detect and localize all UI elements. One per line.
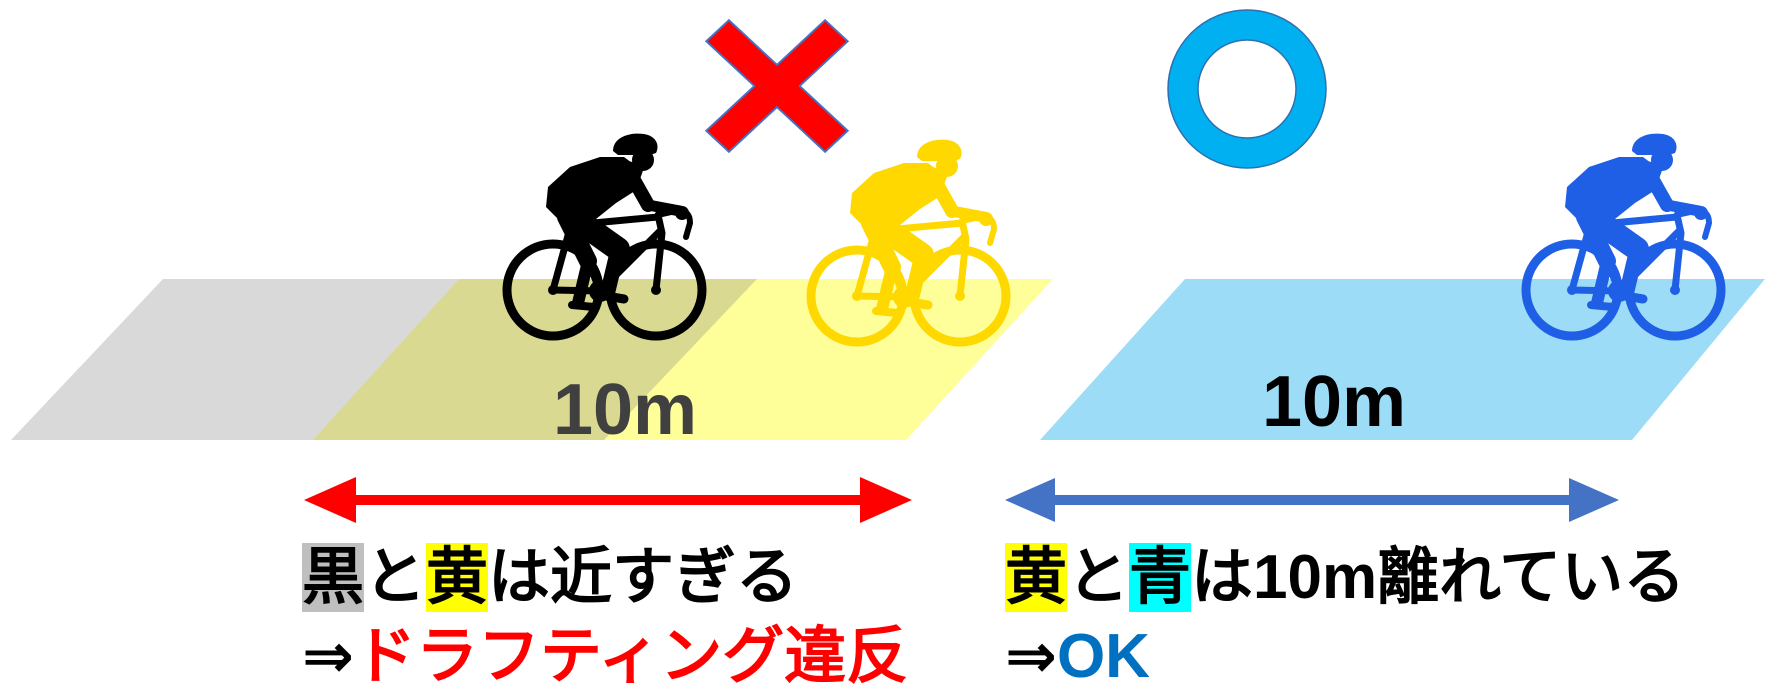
caption-connector: と	[364, 543, 427, 612]
caption-word-black: 黒	[302, 543, 365, 612]
caption-connector: と	[1067, 543, 1130, 612]
red-distance-arrow	[304, 477, 912, 523]
circle-icon	[1167, 9, 1327, 169]
caption-rest: は近すぎる	[488, 543, 799, 612]
cross-icon	[704, 18, 850, 154]
red-arrow-shaft	[350, 495, 862, 505]
right-caption-line2: ⇒OK	[1005, 622, 1150, 692]
result-violation: ドラフティング違反	[353, 622, 909, 691]
right-distance-label: 10m	[1261, 362, 1407, 442]
left-caption-line1: 黒と黄は近すぎる	[302, 538, 798, 618]
blue-arrow-shaft	[1050, 495, 1574, 505]
black-cyclist-draft-zone	[11, 279, 757, 440]
right-caption-line1: 黄と青は10m離れている	[1005, 538, 1685, 618]
caption-word-yellow: 黄	[1005, 543, 1068, 612]
left-distance-label: 10m	[552, 370, 698, 450]
yellow-cyclist-draft-zone	[313, 279, 1053, 440]
caption-word-yellow: 黄	[426, 543, 489, 612]
left-caption-line2: ⇒ドラフティング違反	[302, 622, 908, 692]
red-arrow-left-head	[304, 477, 356, 523]
blue-arrow-left-head	[1005, 478, 1055, 522]
blue-cyclist-draft-zone	[1040, 279, 1765, 440]
red-arrow-right-head	[860, 477, 912, 523]
blue-distance-arrow	[1005, 478, 1619, 522]
cross-shape	[704, 18, 850, 154]
implies-arrow: ⇒	[302, 622, 354, 691]
caption-rest: は10m離れている	[1191, 543, 1686, 612]
implies-arrow: ⇒	[1005, 622, 1057, 691]
blue-arrow-right-head	[1569, 478, 1619, 522]
result-ok: OK	[1056, 622, 1150, 691]
caption-word-blue: 青	[1129, 543, 1192, 612]
